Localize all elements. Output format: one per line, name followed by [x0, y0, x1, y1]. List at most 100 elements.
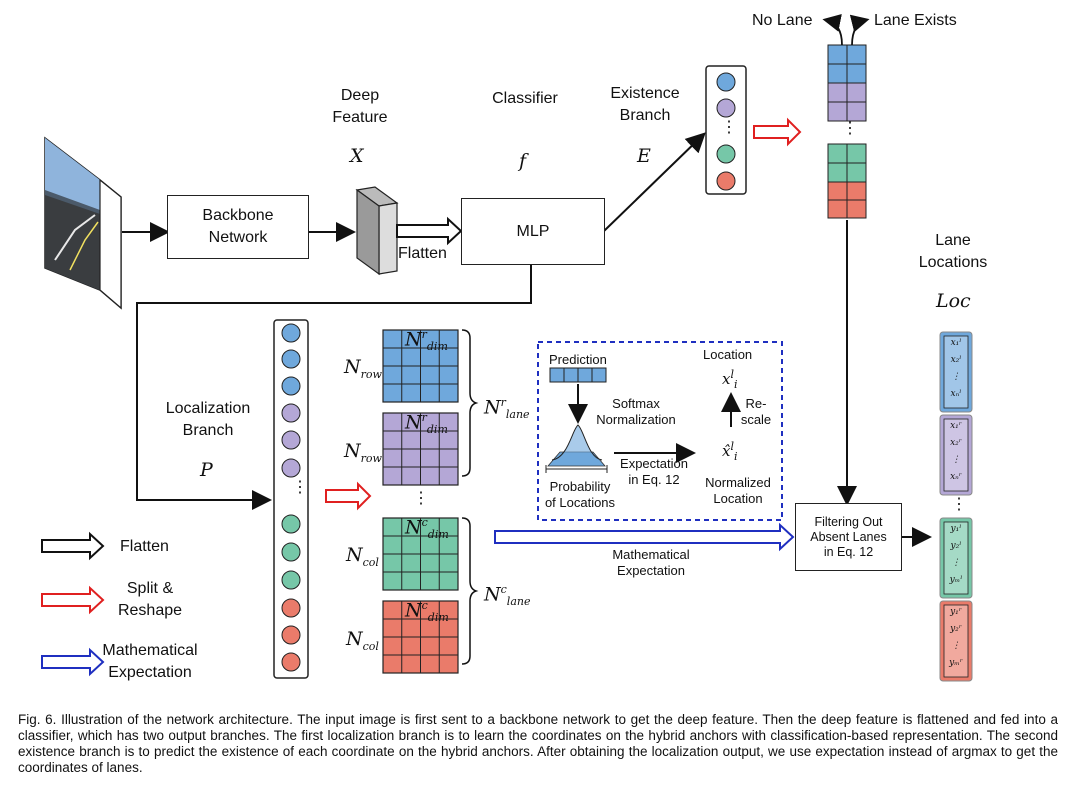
loc-vector-node: [281, 598, 301, 618]
localization-symbol: P: [200, 459, 213, 481]
n-lane-r-sup: r: [500, 396, 506, 409]
legend-expectation-line2: Expectation: [108, 664, 192, 681]
n-dim-r-1: Nrdim: [405, 328, 448, 353]
n-dim-r-2-n: N: [405, 411, 422, 434]
x-il-x: x: [722, 370, 731, 388]
prediction-label: Prediction: [549, 352, 607, 367]
n-dim-r-1-sub: dim: [426, 340, 448, 354]
n-lane-r-sub: lane: [505, 408, 530, 422]
n-lane-r-n: N: [484, 396, 501, 419]
x-il-sup: l: [730, 368, 734, 381]
probability-line1: Probability: [549, 479, 611, 494]
output-ellipsis: ⋮: [951, 496, 967, 513]
legend-flatten-label: Flatten: [120, 538, 169, 555]
xhat-il-symbol: x̂li: [722, 440, 738, 463]
filtering-line2: Absent Lanes: [810, 529, 887, 544]
arrow-mlp-to-existence: [603, 132, 706, 232]
classifier-label: Classifier: [492, 90, 558, 107]
no-lane-label: No Lane: [752, 12, 813, 29]
existence-vector-ellipsis: ⋮: [721, 119, 737, 136]
loc-value: ⋮: [951, 641, 961, 651]
existence-line1: Existence: [610, 85, 680, 102]
n-dim-c-2-sup: c: [421, 599, 428, 612]
n-col-2-n: N: [346, 628, 363, 650]
loc-value: x₂ˡ: [950, 355, 962, 365]
split-arrow-localization: [325, 481, 372, 511]
n-dim-c-1: Ncdim: [405, 516, 449, 541]
n-dim-r-2-sub: dim: [426, 423, 448, 437]
legend-split-line2: Reshape: [117, 602, 183, 619]
loc-value: x₁ʳ: [950, 421, 962, 431]
loc-symbol: Loc: [936, 290, 971, 312]
probability-distribution: [545, 424, 608, 473]
arrow-mlp-to-localization: [136, 264, 532, 510]
legend-expectation-line1: Mathematical: [102, 642, 198, 659]
legend-expectation-arrow: [41, 647, 105, 677]
n-dim-r-1-sup: r: [421, 328, 427, 341]
n-col-1-n: N: [346, 544, 363, 566]
n-lane-c-sub: lane: [506, 595, 531, 609]
expectation-eq-line2: in Eq. 12: [628, 472, 680, 487]
loc-vector-node: [281, 403, 301, 423]
figure-caption: Fig. 6. Illustration of the network arch…: [18, 712, 1058, 775]
lane-locations-line2: Locations: [918, 254, 988, 271]
loc-value: ⋮: [951, 455, 961, 465]
classifier-symbol: f: [519, 150, 527, 172]
loc-value: xₙˡ: [950, 389, 962, 399]
mlp-box: MLP: [461, 198, 605, 265]
filtering-line3: in Eq. 12: [823, 544, 874, 559]
loc-vector-node: [281, 458, 301, 478]
legend-split-arrow: [41, 585, 105, 615]
legend-flatten-arrow: [41, 531, 105, 561]
lane-locations-line1: Lane: [935, 232, 971, 249]
math-expectation-line1: Mathematical: [612, 547, 690, 562]
rescale-label: Re-scale: [738, 396, 774, 428]
prediction-bar: [549, 367, 607, 383]
loc-col-row-left: [939, 331, 973, 413]
loc-vector-node: [281, 514, 301, 534]
n-col-label-2: Ncol: [346, 628, 379, 653]
deep-feature-line2: Feature: [332, 109, 388, 126]
n-dim-r-2-sup: r: [421, 411, 427, 424]
input-image: [44, 136, 122, 310]
deep-feature-block: [355, 186, 399, 276]
localization-line1: Localization: [165, 400, 251, 417]
n-dim-c-1-sub: dim: [427, 528, 449, 542]
backbone-line1: Backbone: [202, 207, 274, 224]
legend-split-label: Split &Reshape: [110, 578, 190, 622]
n-col-1-sub: col: [362, 555, 379, 569]
loc-value: ⋮: [951, 558, 961, 568]
lane-exists-label: Lane Exists: [874, 12, 957, 29]
existence-grid-ellipsis: ⋮: [842, 120, 858, 137]
loc-value: y₂ˡ: [950, 541, 962, 551]
backbone-line2: Network: [208, 229, 268, 246]
loc-vector-node: [281, 430, 301, 450]
flatten-label: Flatten: [398, 245, 447, 262]
process-box: [537, 341, 783, 521]
n-lane-c-n: N: [484, 583, 501, 606]
loc-value: yₘˡ: [949, 575, 963, 585]
rescale-line1: Re-: [745, 396, 767, 411]
xhat-il-sub: i: [734, 450, 738, 463]
loc-vector-ellipsis: ⋮: [292, 479, 308, 496]
n-row-label-1: Nrow: [344, 356, 382, 381]
n-row-1-n: N: [344, 356, 361, 378]
n-col-2-sub: col: [362, 639, 379, 653]
loc-value: y₁ˡ: [950, 524, 962, 534]
softmax-line1: Softmax: [612, 396, 660, 411]
grid-ellipsis: ⋮: [413, 490, 429, 507]
probability-line2: of Locations: [544, 495, 616, 510]
mlp-label: MLP: [516, 222, 550, 240]
loc-value: ⋮: [951, 372, 961, 382]
n-col-label-1: Ncol: [346, 544, 379, 569]
n-dim-c-1-n: N: [405, 516, 422, 539]
